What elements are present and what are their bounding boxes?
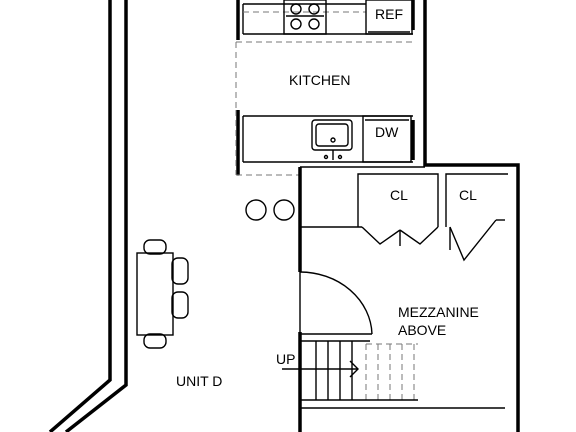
- closet-right: [445, 173, 508, 262]
- kitchen-label: KITCHEN: [289, 72, 350, 88]
- mezzanine-label-line2: ABOVE: [398, 322, 446, 338]
- dining-table-icon: [136, 239, 189, 349]
- kitchen-walls: [236, 0, 520, 432]
- ref-label: REF: [375, 6, 403, 22]
- dw-label: DW: [375, 124, 399, 140]
- closet-left: [357, 173, 439, 246]
- dishwasher-icon: [362, 115, 412, 163]
- stool-icons: [245, 199, 295, 221]
- stove-icon: [283, 0, 327, 35]
- interior-walls: [298, 166, 425, 432]
- stairs: [300, 340, 505, 409]
- stair-up-arrow-icon: [282, 360, 359, 378]
- mezzanine-label-line1: MEZZANINE: [398, 304, 479, 320]
- closet-right-label: CL: [459, 187, 477, 203]
- closet-left-label: CL: [390, 187, 408, 203]
- stair-up-label: UP: [276, 351, 295, 367]
- unit-label: UNIT D: [176, 373, 222, 389]
- refrigerator-icon: [365, 0, 413, 35]
- sink-icon: [311, 119, 353, 160]
- outer-west-wall: [48, 0, 128, 432]
- door-swing: [299, 271, 373, 335]
